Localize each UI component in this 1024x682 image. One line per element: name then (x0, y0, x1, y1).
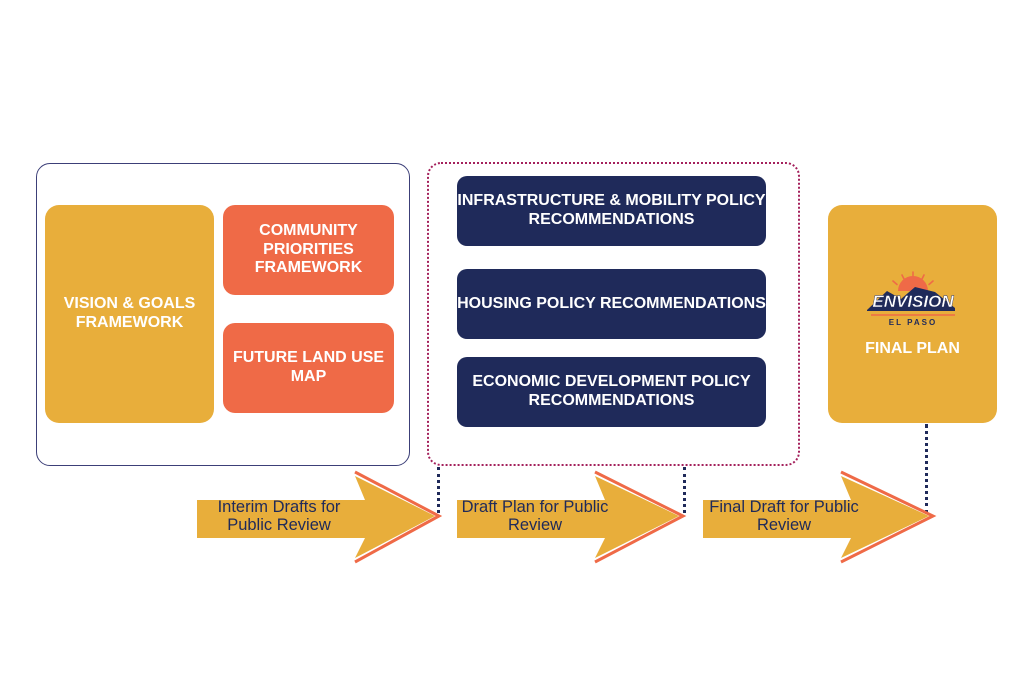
final-plan-box: ENVISION EL PASO FINAL PLAN (828, 205, 997, 423)
final-plan-label: FINAL PLAN (865, 339, 960, 357)
economic-development-label: ECONOMIC DEVELOPMENT POLICY RECOMMENDATI… (472, 373, 751, 409)
infrastructure-mobility-label: INFRASTRUCTURE & MOBILITY POLICY RECOMME… (457, 192, 766, 228)
future-land-use-box: FUTURE LAND USE MAP (223, 323, 394, 413)
milestone-arrow-3 (703, 470, 937, 564)
phase1-group-frame (36, 163, 410, 466)
connector-dots-3 (925, 424, 928, 514)
housing-policy-box: HOUSING POLICY RECOMMENDATIONS (457, 269, 766, 339)
community-priorities-label: COMMUNITY PRIORITIES FRAMEWORK (254, 221, 363, 277)
envision-el-paso-logo: ENVISION EL PASO (866, 270, 955, 327)
milestone-arrow-2 (457, 470, 687, 564)
milestone-label-3: Final Draft for Public Review (709, 498, 859, 535)
mountain-icon (866, 286, 955, 311)
community-priorities-box: COMMUNITY PRIORITIES FRAMEWORK (223, 205, 394, 295)
svg-text:ENVISION: ENVISION (872, 292, 954, 311)
economic-development-box: ECONOMIC DEVELOPMENT POLICY RECOMMENDATI… (457, 357, 766, 427)
vision-goals-box: VISION & GOALS FRAMEWORK (45, 205, 214, 423)
infrastructure-mobility-box: INFRASTRUCTURE & MOBILITY POLICY RECOMME… (457, 176, 766, 246)
connector-dots-1 (437, 467, 440, 513)
connector-dots-2 (683, 467, 686, 513)
phase2-group-frame (427, 162, 800, 466)
vision-goals-label: VISION & GOALS FRAMEWORK (63, 295, 196, 331)
future-land-use-label: FUTURE LAND USE MAP (232, 349, 385, 385)
milestone-label-2: Draft Plan for Public Review (461, 498, 609, 535)
svg-text:EL PASO: EL PASO (888, 318, 936, 327)
milestone-label-1: Interim Drafts for Public Review (217, 498, 341, 535)
sun-icon (897, 275, 928, 291)
housing-policy-label: HOUSING POLICY RECOMMENDATIONS (457, 294, 766, 312)
milestone-arrow-1 (197, 470, 443, 564)
